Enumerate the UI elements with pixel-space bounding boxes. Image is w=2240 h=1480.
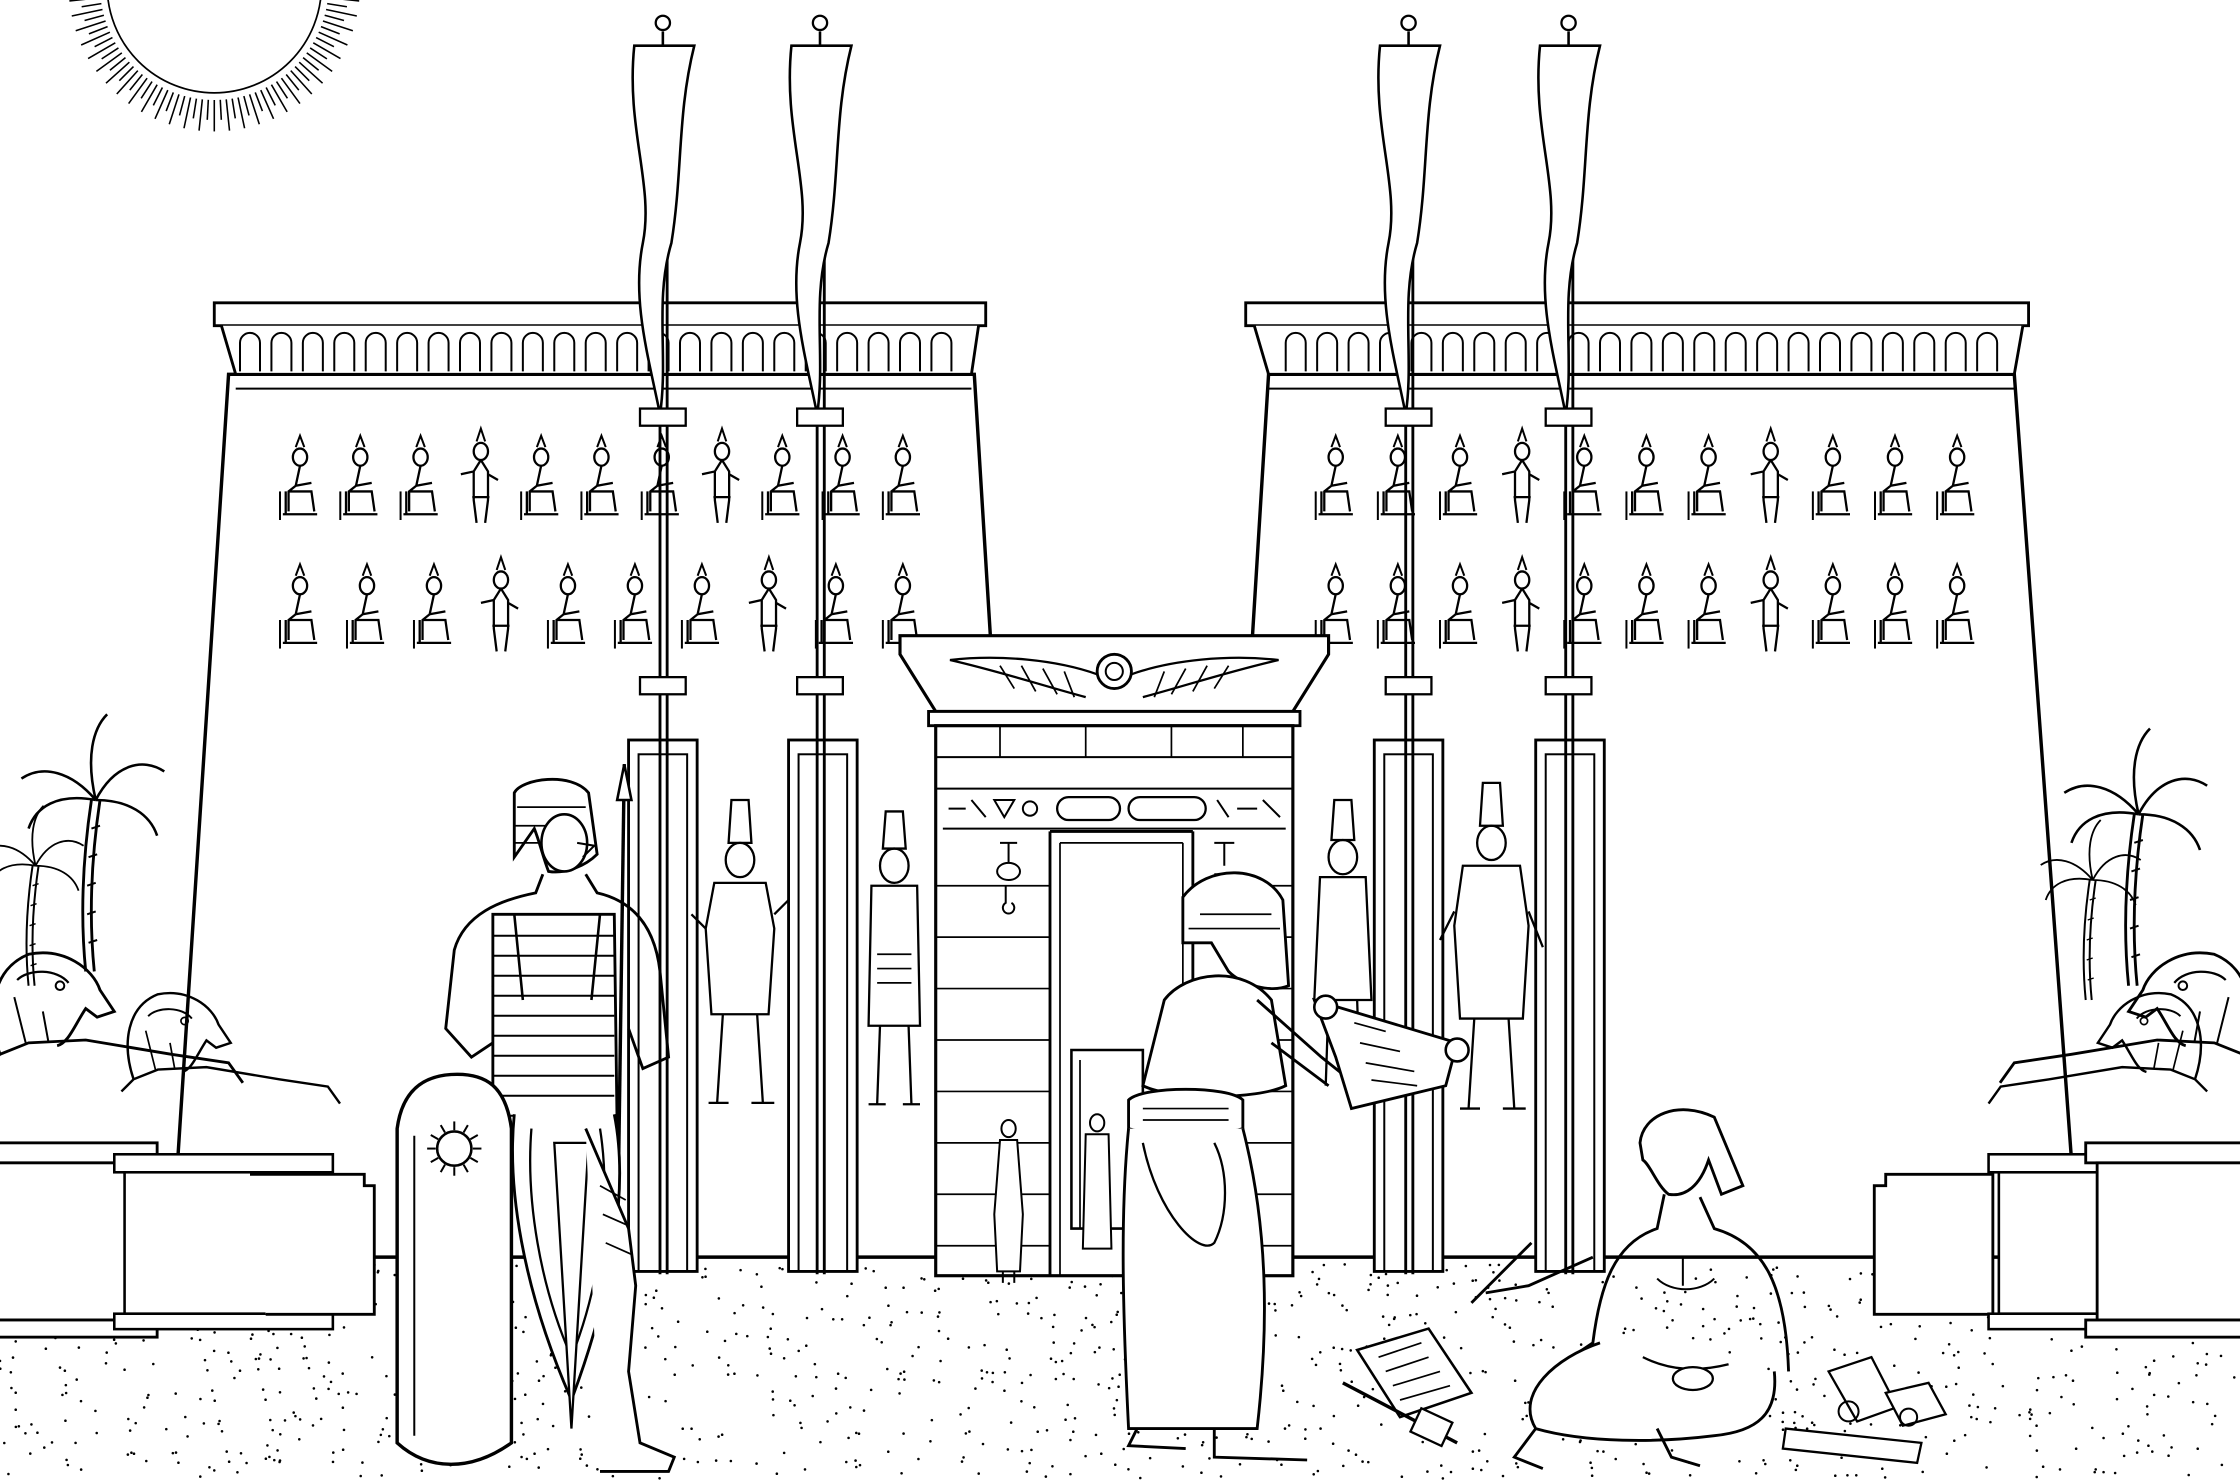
lintel-cartouches — [948, 796, 1281, 822]
right-sphinx-row — [1872, 951, 2240, 1339]
doorway-figures — [993, 1113, 1113, 1283]
standing-scribe-figure — [1121, 871, 1470, 1462]
flagpoles — [631, 14, 1602, 1275]
sun — [69, 0, 360, 132]
wall-deity-figures — [690, 781, 1544, 1110]
winged-sun-disk — [949, 652, 1279, 699]
soldier-figure — [395, 764, 677, 1473]
left-sphinx-row — [0, 951, 376, 1339]
seated-scribe-figure — [1470, 1108, 1790, 1470]
right-pylon — [1212, 301, 2081, 1259]
scribe-materials — [1342, 1327, 1948, 1465]
